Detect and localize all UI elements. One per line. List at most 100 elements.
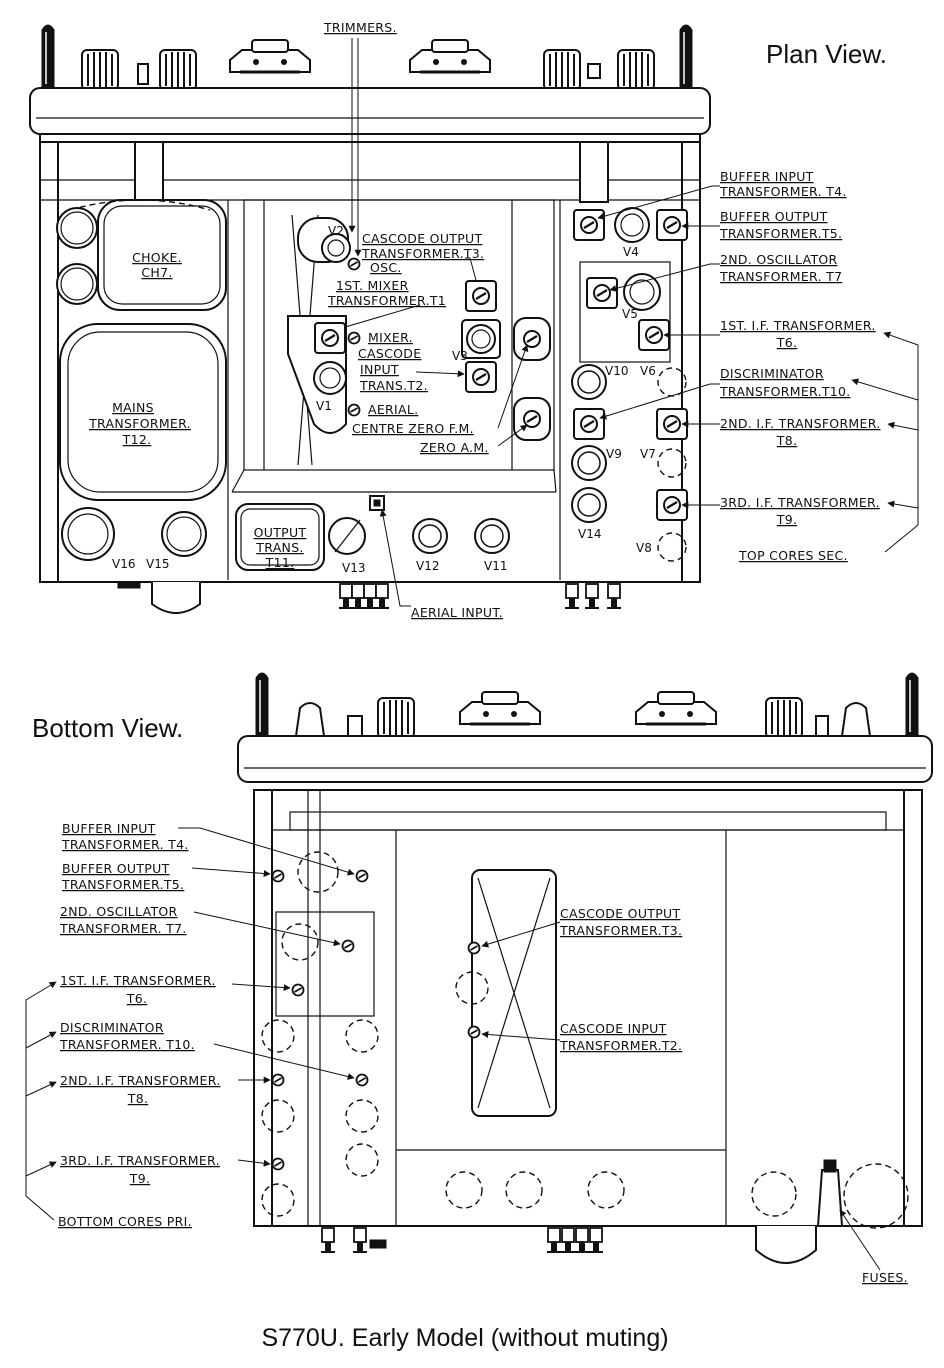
bottom-cores-label: BOTTOM CORES PRI.	[58, 1214, 192, 1229]
plan-aerial-trimmer[interactable]	[347, 403, 361, 417]
plan-end-post-left	[41, 24, 55, 89]
bottom-buffer-input-label-1: BUFFER INPUT	[62, 821, 156, 836]
bottom-discriminator-label-1: DISCRIMINATOR	[60, 1020, 164, 1035]
bottom-t9-core[interactable]	[271, 1157, 285, 1171]
plan-output-trans-label-3: T11.	[265, 555, 295, 570]
plan-output-trans-label-2: TRANS.	[255, 540, 303, 555]
plan-valve-v11	[474, 518, 510, 554]
bottom-cascode-input-label-2: TRANSFORMER.T2.	[559, 1038, 682, 1053]
plan-v4-label: V4	[623, 245, 639, 259]
plan-tuning-knob-2	[408, 38, 492, 74]
plan-cascode-output-label-1: CASCODE OUTPUT	[362, 231, 482, 246]
bottom-terminal-6	[588, 1227, 604, 1253]
plan-buffer-output-label-2: TRANSFORMER.T5.	[719, 226, 842, 241]
plan-cascode-output-label-2: TRANSFORMER.T3.	[361, 246, 484, 261]
bottom-second-if-label-2: T8.	[127, 1091, 148, 1106]
plan-socket	[587, 63, 601, 79]
plan-terminal-6	[584, 583, 600, 609]
plan-valve-v10	[571, 364, 607, 400]
bottom-knob-1	[294, 702, 326, 737]
plan-discriminator-label-1: DISCRIMINATOR	[720, 366, 824, 381]
bottom-buffer-output-label-2: TRANSFORMER.T5.	[61, 877, 184, 892]
plan-top-cores-label: TOP CORES SEC.	[738, 548, 848, 563]
plan-v5-box	[579, 261, 671, 363]
bottom-t5-core[interactable]	[271, 869, 285, 883]
bottom-front-panel	[237, 735, 933, 783]
bottom-terminal-5	[574, 1227, 590, 1253]
bottom-knob-3	[765, 697, 803, 739]
plan-v3-label: V3	[452, 349, 468, 363]
plan-t7-trimmer[interactable]	[585, 276, 619, 310]
bottom-t6-core[interactable]	[291, 983, 305, 997]
plan-trimmers-label: TRIMMERS.	[323, 20, 397, 35]
plan-second-if-label-2: T8.	[776, 433, 797, 448]
plan-zero-am-label: ZERO A.M.	[420, 440, 489, 455]
plan-tuner-box	[243, 199, 555, 471]
plan-knob-3	[543, 49, 581, 91]
bottom-knob-4	[840, 702, 872, 737]
plan-valve-v12	[412, 518, 448, 554]
plan-buffer-input-label-1: BUFFER INPUT	[720, 169, 814, 184]
plan-v9-label: V9	[606, 447, 622, 461]
bottom-chassis	[253, 789, 923, 1227]
plan-buffer-input-label-2: TRANSFORMER. T4.	[719, 184, 847, 199]
plan-aerial-input-label: AERIAL INPUT.	[411, 605, 503, 620]
plan-first-mixer-label-1: 1ST. MIXER	[336, 278, 409, 293]
plan-valve-v16	[61, 507, 115, 561]
bottom-terminal-1	[320, 1227, 336, 1253]
plan-buffer-output-label-1: BUFFER OUTPUT	[720, 209, 828, 224]
bottom-t4-core[interactable]	[355, 869, 369, 883]
plan-t4-trimmer[interactable]	[572, 208, 606, 242]
plan-valve-v15	[161, 511, 207, 557]
plan-mains-label-2: TRANSFORMER.	[88, 416, 191, 431]
plan-v6-label: V6	[640, 364, 656, 378]
bottom-second-if-label-1: 2ND. I.F. TRANSFORMER.	[60, 1073, 221, 1088]
plan-v15-label: V15	[146, 557, 169, 571]
plan-osc-trimmer[interactable]	[347, 257, 361, 271]
bottom-t10-core[interactable]	[355, 1073, 369, 1087]
plan-v5-label: V5	[622, 307, 638, 321]
plan-v14-label: V14	[578, 527, 601, 541]
plan-centre-zero-fm-label: CENTRE ZERO F.M.	[352, 421, 474, 436]
bottom-socket	[347, 715, 363, 737]
plan-view: Plan View.	[29, 20, 919, 620]
plan-end-post-right	[679, 24, 693, 89]
bottom-end-post-right	[905, 672, 919, 737]
bottom-t3-core[interactable]	[467, 941, 481, 955]
plan-capacitor-2	[56, 263, 98, 305]
plan-valve-v2	[321, 233, 351, 263]
plan-output-transformer	[235, 503, 325, 571]
plan-terminal-5	[564, 583, 580, 609]
bottom-terminal-4	[560, 1227, 576, 1253]
plan-mixer-trimmer[interactable]	[347, 331, 361, 345]
plan-t1-trimmer[interactable]	[313, 321, 347, 355]
bottom-end-post-left	[255, 672, 269, 737]
plan-v1-label: V1	[316, 399, 332, 413]
plan-t2-trimmer[interactable]	[464, 360, 498, 394]
plan-t3-trimmer[interactable]	[464, 279, 498, 313]
plan-terminal-1	[338, 583, 354, 609]
bottom-t2-core[interactable]	[467, 1025, 481, 1039]
plan-t10-trimmer[interactable]	[572, 407, 606, 441]
plan-mixer-label: MIXER.	[368, 330, 413, 345]
bottom-first-if-label-1: 1ST. I.F. TRANSFORMER.	[60, 973, 216, 988]
plan-capacitor-1	[56, 207, 98, 249]
plan-terminal-3	[362, 583, 378, 609]
bottom-t8-core[interactable]	[271, 1073, 285, 1087]
bottom-third-if-label-2: T9.	[129, 1171, 150, 1186]
bottom-discriminator-label-2: TRANSFORMER. T10.	[59, 1037, 195, 1052]
plan-valve-v8	[657, 532, 687, 562]
bottom-view-title: Bottom View.	[32, 713, 183, 743]
bottom-fuse-holder	[816, 1169, 844, 1227]
plan-valve-v4	[614, 207, 650, 243]
bottom-t7-core[interactable]	[341, 939, 355, 953]
bottom-mains-plug	[755, 1226, 817, 1264]
plan-view-title: Plan View.	[766, 39, 887, 69]
plan-valve-v5	[623, 273, 661, 311]
plan-aerial-label: AERIAL.	[368, 402, 418, 417]
bottom-knob-2	[377, 697, 415, 739]
plan-t5-trimmer[interactable]	[655, 208, 689, 242]
plan-choke	[97, 199, 227, 311]
plan-cascode-input-label-3: TRANS.T2.	[359, 378, 428, 393]
